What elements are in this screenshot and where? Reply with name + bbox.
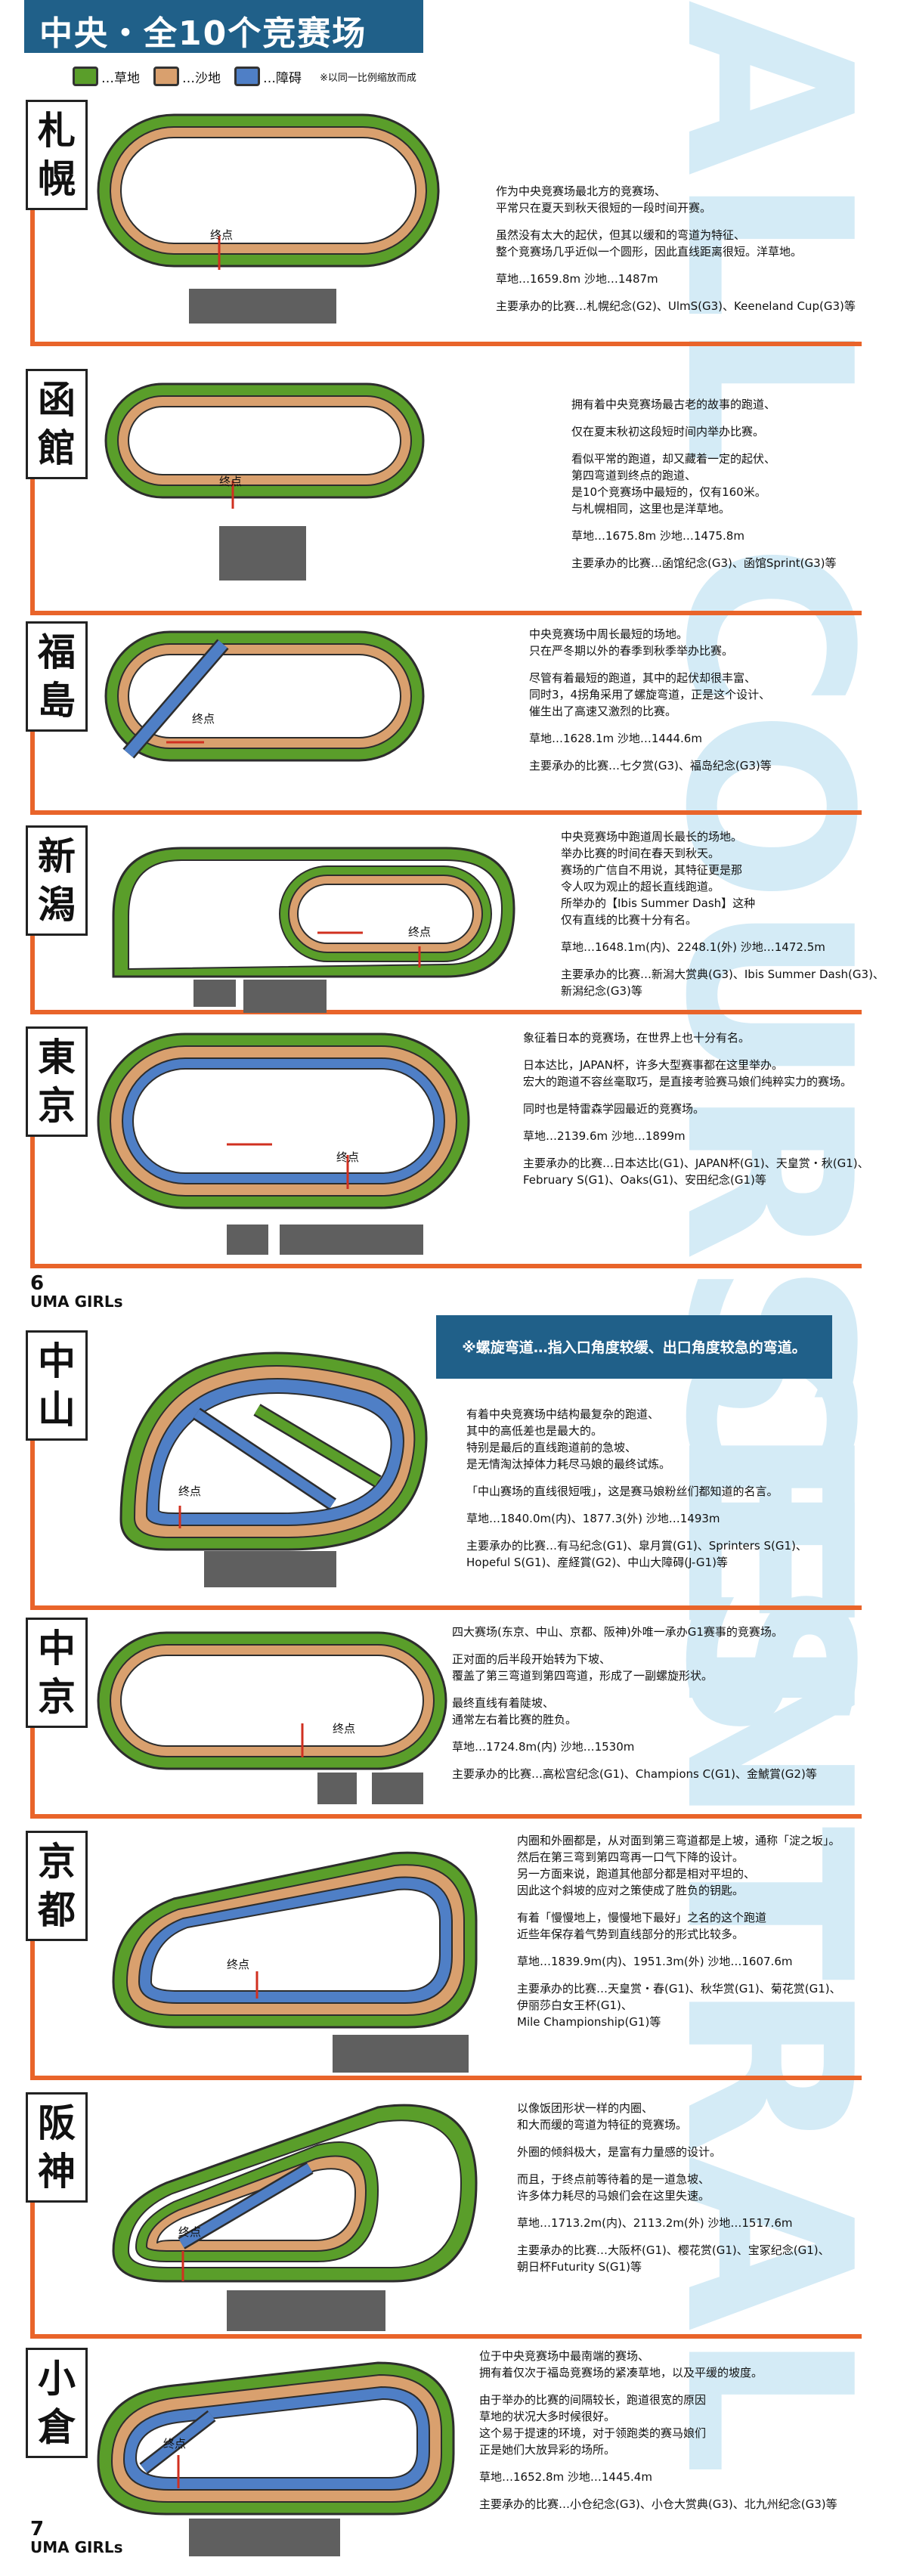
track-diagram-kyoto	[112, 1851, 478, 2073]
course-name: 函館	[26, 369, 88, 479]
legend-steeple-swatch	[234, 67, 260, 86]
spiral-curve-callout: ※螺旋弯道…指入口角度较缓、出口角度较急的弯道。	[436, 1315, 832, 1379]
finish-label: 终点	[178, 2225, 202, 2239]
callout-text: ※螺旋弯道…指入口角度较缓、出口角度较急的弯道。	[462, 1339, 806, 1356]
course-description: 四大赛场(东京、中山、京都、阪神)外唯一承办G1赛事的竞赛场。正对面的后半段开始…	[452, 1625, 817, 1781]
course-name: 小倉	[26, 2348, 88, 2458]
section-frame	[30, 100, 862, 346]
finish-label: 终点	[192, 712, 215, 726]
course-section-hanshin: 阪神 终点 以像饭团形状一样的内圈、 和大而缓的弯道为特征的竞赛场。外圈的倾斜极…	[26, 2092, 877, 2339]
course-section-nakayama: 中山 终点 有着中央竞赛场中结构最复杂的跑道、 其中的高低差也是最大的。 特别是…	[26, 1330, 877, 1610]
course-name: 中山	[26, 1330, 88, 1441]
course-name: 京都	[26, 1831, 88, 1941]
course-name: 中京	[26, 1618, 88, 1728]
course-section-fukushima: 福島 终点 中央竞赛场中周长最短的场地。 只在严冬期以外的春季到秋季举办比赛。尽…	[26, 621, 877, 815]
track-diagram-kokura	[97, 2361, 455, 2556]
course-description: 象征着日本的竞赛场，在世界上也十分有名。日本达比，JAPAN杯，许多大型赛事都在…	[523, 1031, 869, 1187]
course-description: 中央竞赛场中周长最短的场地。 只在严冬期以外的春季到秋季举办比赛。尽管有着最短的…	[529, 627, 772, 772]
section-frame	[30, 2092, 862, 2339]
track-diagram-hakodate	[104, 382, 425, 581]
legend-dirt-label: …沙地	[182, 70, 221, 86]
course-description: 以像饭团形状一样的内圈、 和大而缓的弯道为特征的竞赛场。外圈的倾斜极大，是富有力…	[517, 2101, 830, 2274]
track-diagram-niigata	[112, 847, 515, 1013]
course-section-tokyo: 東京 终点 象征着日本的竞赛场，在世界上也十分有名。日本达比，JAPAN杯，许多…	[26, 1026, 877, 1268]
finish-label: 终点	[227, 1958, 250, 1971]
track-diagram-chukyo	[97, 1631, 447, 1804]
course-description: 内圈和外圈都是，从对面到第三弯道都是上坡，通称「淀之坂」。 然后在第三弯到第四弯…	[517, 1834, 841, 2029]
finish-label: 终点	[333, 1722, 356, 1735]
section-frame	[30, 369, 862, 615]
section-frame	[30, 1330, 862, 1610]
course-section-chukyo: 中京 终点 四大赛场(东京、中山、京都、阪神)外唯一承办G1赛事的竞赛场。正对面…	[26, 1618, 877, 1819]
track-diagram-fukushima	[104, 630, 425, 762]
track-diagram-sapporo	[97, 113, 440, 324]
legend-steeple-label: …障碍	[263, 70, 302, 86]
finish-label: 终点	[178, 1485, 202, 1498]
course-name: 福島	[26, 621, 88, 732]
finish-label: 终点	[163, 2437, 187, 2451]
legend: …草地 …沙地 …障碍 ※以同一比例缩放而成	[73, 67, 416, 86]
course-description: 拥有着中央竞赛场最古老的故事的跑道、仅在夏末秋初这段短时间内举办比赛。看似平常的…	[571, 398, 837, 570]
course-description: 位于中央竞赛场中最南端的赛场、 拥有着仅次于福岛竞赛场的紧凑草地，以及平缓的坡度…	[479, 2349, 837, 2511]
course-section-sapporo: 札幌 终点 作为中央竞赛场最北方的竞赛场、 平常只在夏天到秋天很短的一段时间开赛…	[26, 100, 877, 346]
finish-label: 终点	[210, 228, 234, 242]
course-description: 作为中央竞赛场最北方的竞赛场、 平常只在夏天到秋天很短的一段时间开赛。虽然没有太…	[496, 184, 856, 313]
legend-turf-swatch	[73, 67, 98, 86]
course-section-niigata: 新潟 终点 中央竞赛场中跑道周长最长的场地。 举办比赛的时间在春天到秋天。 赛场…	[26, 825, 884, 1014]
course-section-hakodate: 函館 终点 拥有着中央竞赛场最古老的故事的跑道、仅在夏末秋初这段短时间内举办比赛…	[26, 369, 877, 615]
finish-label: 终点	[408, 925, 432, 939]
finish-label: 终点	[219, 475, 243, 488]
course-description: 有着中央竞赛场中结构最复杂的跑道、 其中的高低差也是最大的。 特别是最后的直线跑…	[466, 1407, 807, 1569]
track-diagram-nakayama	[119, 1351, 428, 1587]
legend-turf-label: …草地	[101, 70, 140, 86]
course-section-kokura: 小倉 终点 位于中央竞赛场中最南端的赛场、 拥有着仅次于福岛竞赛场的紧凑草地，以…	[26, 2348, 877, 2568]
course-section-kyoto: 京都 终点 内圈和外圈都是，从对面到第三弯道都是上坡，通称「淀之坂」。 然后在第…	[26, 1831, 877, 2080]
page-title: 中央・全10个竞赛场	[39, 14, 367, 53]
track-diagram-hanshin	[112, 2104, 478, 2331]
course-name: 札幌	[26, 100, 88, 210]
section-frame	[30, 1026, 862, 1268]
course-name: 阪神	[26, 2092, 88, 2203]
course-description: 中央竞赛场中跑道周长最长的场地。 举办比赛的时间在春天到秋天。 赛场的广信自不用…	[561, 830, 884, 998]
page-header: 中央・全10个竞赛场	[24, 0, 423, 53]
course-name: 新潟	[26, 825, 88, 936]
track-diagram-tokyo	[97, 1033, 470, 1255]
section-frame	[30, 1831, 862, 2080]
finish-label: 终点	[336, 1150, 360, 1164]
legend-scale-note: ※以同一比例缩放而成	[320, 72, 416, 84]
course-name: 東京	[26, 1026, 88, 1137]
legend-dirt-swatch	[153, 67, 179, 86]
